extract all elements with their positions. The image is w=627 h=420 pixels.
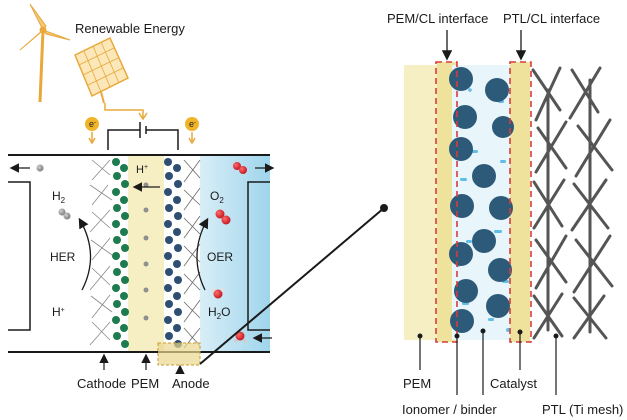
catalyst-particles bbox=[449, 67, 514, 333]
svg-text:H+: H+ bbox=[136, 164, 148, 176]
o2-label: O2 bbox=[210, 189, 224, 205]
pem-cl-interface-box bbox=[435, 61, 458, 343]
ptl-ti-mesh bbox=[531, 66, 614, 340]
h2o-bubble-bottom bbox=[234, 331, 247, 343]
anode-label: Anode bbox=[172, 376, 210, 391]
ptl-cl-interface-label: PTL/CL interface bbox=[503, 11, 600, 26]
pem-label: PEM bbox=[131, 376, 159, 391]
renewable-energy-label: Renewable Energy bbox=[75, 21, 185, 36]
solar-panel-icon bbox=[74, 36, 129, 104]
energy-connector bbox=[104, 103, 144, 118]
her-reaction-arrow bbox=[78, 217, 92, 291]
o2-molecule bbox=[215, 209, 231, 225]
anode-flow-channel bbox=[200, 155, 270, 352]
her-label: HER bbox=[50, 250, 76, 264]
h2-molecule bbox=[58, 208, 71, 220]
protons-in-pem bbox=[143, 182, 149, 321]
cathode-label: Cathode bbox=[77, 376, 126, 391]
zoomed-interface-panel bbox=[404, 61, 618, 343]
zoom-callouts bbox=[419, 331, 557, 395]
svg-text:e-: e- bbox=[189, 119, 196, 129]
zoom-region-box bbox=[157, 342, 201, 366]
oer-reaction-arrow bbox=[196, 217, 209, 291]
electron-badge-right: e- bbox=[185, 117, 199, 145]
external-circuit bbox=[107, 122, 179, 150]
cell-frame bbox=[8, 154, 270, 353]
pem-cl-interface-label: PEM/CL interface bbox=[387, 11, 488, 26]
ionomer-binder-label: Ionomer / binder bbox=[402, 402, 497, 417]
catalyst-label: Catalyst bbox=[490, 376, 537, 391]
zoom-connector-line bbox=[199, 207, 385, 365]
wind-turbine-icon bbox=[19, 3, 71, 103]
zoom-pem-label: PEM bbox=[403, 376, 431, 391]
h-plus-left-label: H+ bbox=[52, 305, 65, 319]
cathode-catalyst-layer bbox=[112, 158, 129, 348]
h2-label: H2 bbox=[52, 189, 66, 205]
h2o-label: H2O bbox=[208, 305, 230, 321]
ptl-label: PTL (Ti mesh) bbox=[542, 402, 623, 417]
oer-label: OER bbox=[207, 250, 233, 264]
h2o-molecule bbox=[211, 288, 225, 299]
electron-badge-left: e- bbox=[85, 117, 99, 145]
anode-catalyst-layer bbox=[164, 158, 182, 348]
zoom-pem-region bbox=[404, 65, 440, 340]
svg-text:e-: e- bbox=[89, 119, 96, 129]
cathode-gdl-mesh bbox=[89, 159, 113, 346]
o2-bubble-top bbox=[233, 162, 247, 174]
